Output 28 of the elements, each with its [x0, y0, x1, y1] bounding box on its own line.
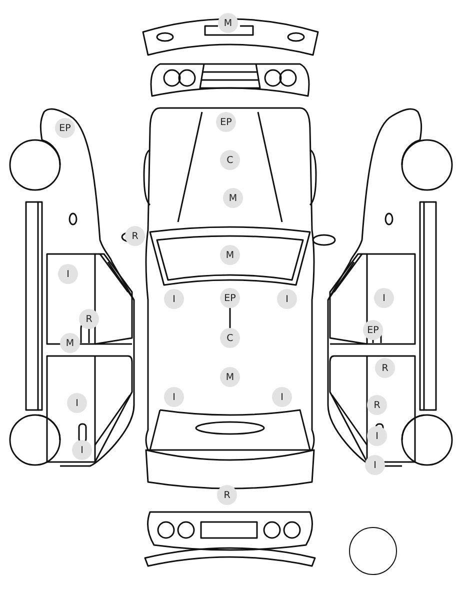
damage-code-marker: I — [67, 393, 87, 413]
damage-code-marker: I — [58, 264, 78, 284]
damage-code-marker: M — [220, 367, 240, 387]
damage-code-marker: I — [374, 288, 394, 308]
damage-code-marker: R — [367, 395, 387, 415]
damage-code-marker: I — [164, 387, 184, 407]
damage-code-marker: EP — [220, 288, 240, 308]
damage-code-marker: M — [218, 13, 238, 33]
damage-code-marker: EP — [216, 112, 236, 132]
damage-code-marker: I — [72, 440, 92, 460]
damage-code-marker: C — [220, 328, 240, 348]
damage-code-marker: M — [223, 188, 243, 208]
damage-code-marker: R — [125, 226, 145, 246]
damage-code-marker: I — [365, 455, 385, 475]
damage-code-marker: I — [164, 289, 184, 309]
damage-code-marker: R — [79, 309, 99, 329]
connector-line — [229, 308, 231, 328]
damage-code-marker: I — [272, 387, 292, 407]
damage-code-marker: I — [367, 426, 387, 446]
damage-code-marker: EP — [55, 118, 75, 138]
damage-code-marker: EP — [363, 320, 383, 340]
damage-code-marker: M — [60, 333, 80, 353]
damage-code-marker: R — [375, 358, 395, 378]
damage-code-marker: I — [277, 289, 297, 309]
damage-code-marker: M — [220, 245, 240, 265]
empty-circle — [349, 527, 397, 575]
damage-code-marker: R — [217, 485, 237, 505]
damage-code-marker: C — [220, 150, 240, 170]
